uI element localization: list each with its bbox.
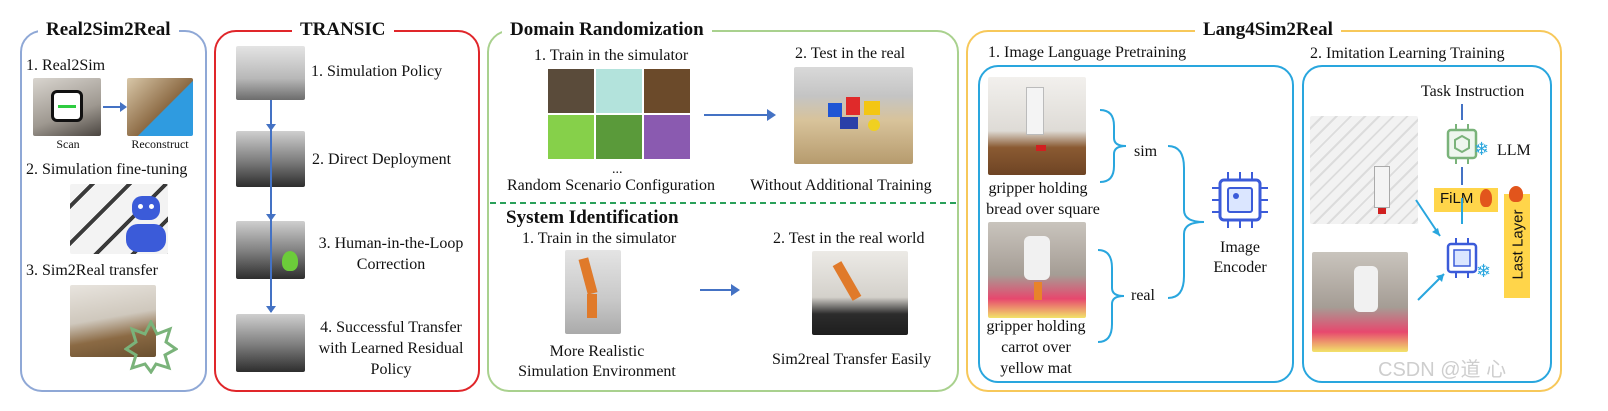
system-identification-title: System Identification: [506, 207, 679, 228]
transic-step2-label: 2. Direct Deployment: [312, 151, 452, 168]
si-train-label: 1. Train in the simulator: [522, 230, 677, 247]
sim-trajectory-stack: [1310, 116, 1418, 224]
sim-caption-line1: gripper holding: [988, 180, 1088, 197]
real2sim-step-label: 1. Real2Sim: [26, 57, 106, 74]
si-caption-right: Sim2real Transfer Easily: [772, 351, 932, 368]
real2sim2real-title: Real2Sim2Real: [38, 19, 179, 41]
real-caption-line3: yellow mat: [1000, 360, 1072, 377]
robot-mascot-icon: [126, 196, 166, 254]
transic-step4-line3: Policy: [370, 361, 412, 378]
image-encoder-label-line1: Image: [1220, 239, 1260, 256]
transic-step1-label: 1. Simulation Policy: [311, 63, 443, 80]
real-robot-photo: [812, 251, 908, 335]
fire-icon-film: [1480, 189, 1492, 207]
last-layer-label: Last Layer: [1509, 209, 1527, 280]
transic-arrowhead-3: [266, 306, 276, 313]
image-encoder-label-line2: Encoder: [1213, 259, 1267, 276]
domain-randomization-panel: [487, 30, 959, 392]
successful-transfer-photo: [236, 314, 305, 372]
imitation-title: 2. Imitation Learning Training: [1310, 45, 1505, 62]
pretraining-title: 1. Image Language Pretraining: [988, 44, 1187, 61]
task-instruction-label: Task Instruction: [1421, 83, 1525, 100]
scan-to-reconstruct-arrowhead: [120, 102, 127, 112]
pretraining-box: [978, 65, 1294, 383]
sim-robot-render: [565, 250, 621, 334]
film-label: FiLM: [1440, 190, 1474, 207]
policy-chip-icon: [1446, 238, 1478, 278]
sim2real-transfer-label: 3. Sim2Real transfer: [26, 262, 158, 279]
film-block: FiLM: [1434, 188, 1498, 212]
transic-step3-line2: Correction: [356, 256, 426, 273]
real-caption-line1: gripper holding: [986, 318, 1086, 335]
imitation-box: [1302, 65, 1552, 383]
si-train-to-test-arrow: [700, 289, 732, 291]
real-blocks-photo: [794, 67, 913, 164]
sim-label: sim: [1134, 143, 1158, 160]
real-brace: [1097, 249, 1125, 343]
transic-title: TRANSIC: [292, 19, 394, 41]
dr-caption-left: Random Scenario Configuration: [507, 177, 715, 194]
image-encoder-chip-icon: [1212, 172, 1268, 228]
real-caption-line2: carrot over: [1001, 339, 1071, 356]
scan-photo: [33, 78, 101, 136]
lang4sim2real-title: Lang4Sim2Real: [1195, 19, 1341, 41]
watermark: CSDN @道 心: [1378, 359, 1507, 381]
llm-label: LLM: [1497, 142, 1531, 159]
dr-ellipsis: ...: [612, 162, 623, 177]
domain-randomization-title: Domain Randomization: [502, 19, 712, 41]
section-divider: [490, 202, 956, 204]
dr-arrowhead: [767, 109, 776, 121]
instruction-arrow: [1461, 104, 1463, 120]
simulation-finetuning-label: 2. Simulation fine-tuning: [26, 161, 188, 178]
scan-label: Scan: [56, 137, 80, 151]
scan-frame-icon: [51, 90, 83, 122]
randomized-scenes-grid: [547, 68, 691, 162]
snowflake-icon-llm: ❄: [1474, 139, 1490, 160]
transic-arrowhead-1: [266, 124, 276, 131]
last-layer-block: Last Layer: [1504, 194, 1530, 298]
sim-brace: [1099, 109, 1127, 183]
fire-icon-lastlayer: [1509, 186, 1523, 202]
si-test-label: 2. Test in the real world: [773, 230, 925, 247]
dr-caption-right: Without Additional Training: [750, 177, 932, 194]
imitation-arrows: [1415, 198, 1463, 301]
transic-flow-line: [270, 100, 272, 312]
transic-step4-line2: with Learned Residual: [318, 340, 464, 357]
dr-test-label: 2. Test in the real: [795, 45, 906, 62]
transic-arrowhead-2: [266, 214, 276, 221]
snowflake-icon-encoder: ❄: [1476, 261, 1492, 282]
si-caption-left-line1: More Realistic: [549, 343, 645, 360]
llm-to-film-arrow: [1461, 167, 1463, 185]
reconstruct-label: Reconstruct: [131, 137, 189, 151]
real-gripper-photo: [988, 222, 1086, 318]
transic-step3-line1: 3. Human-in-the-Loop: [318, 235, 464, 252]
dr-train-to-test-arrow: [704, 114, 768, 116]
encoder-brace: [1167, 145, 1205, 299]
simulation-policy-photo: [236, 46, 305, 100]
sim2real-photo: [70, 285, 156, 357]
reconstruct-photo: [127, 78, 193, 136]
si-caption-left-line2: Simulation Environment: [518, 363, 676, 380]
sim-caption-line2: bread over square: [986, 201, 1100, 218]
si-arrowhead: [731, 284, 740, 296]
real-trajectory-stack: [1312, 252, 1408, 352]
scan-to-reconstruct-arrow: [103, 106, 121, 108]
llm-chip-icon: [1446, 124, 1478, 164]
gear-badge-icon: [124, 320, 178, 374]
real-label: real: [1131, 287, 1155, 304]
transic-step4-line1: 4. Successful Transfer: [320, 319, 462, 336]
dr-train-label: 1. Train in the simulator: [534, 47, 689, 64]
sim-gripper-photo: [988, 77, 1086, 175]
